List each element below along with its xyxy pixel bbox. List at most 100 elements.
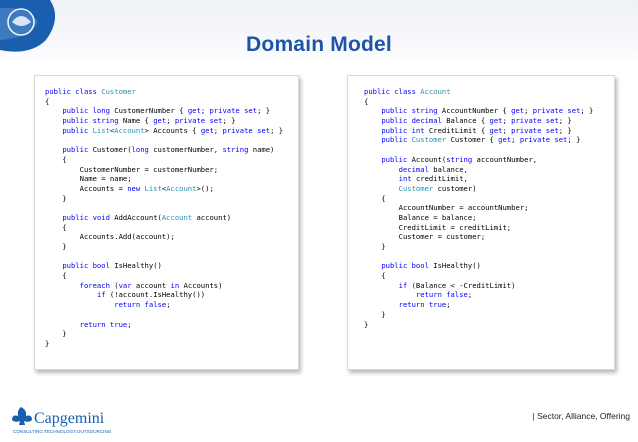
- code-line: public void AddAccount(Account account): [45, 213, 283, 223]
- code-text: ; }: [558, 116, 572, 126]
- code-line: return false;: [364, 290, 593, 300]
- code-line: public bool IsHealthy(): [45, 261, 283, 271]
- code-text: (!account.IsHealthy()): [109, 290, 206, 300]
- code-keyword: var: [118, 280, 136, 290]
- code-text: IsHealthy(): [433, 261, 481, 271]
- code-text: }: [364, 242, 386, 251]
- code-text: [45, 281, 80, 290]
- code-keyword: new: [127, 183, 145, 193]
- code-text: [45, 126, 62, 135]
- code-line: {: [364, 271, 593, 281]
- code-text: ;: [524, 106, 533, 116]
- code-text: [364, 184, 399, 193]
- code-text: Balance = balance;: [364, 212, 477, 222]
- code-type: Account: [114, 125, 145, 135]
- code-text: }: [45, 242, 67, 251]
- code-text: Customer(: [92, 145, 132, 155]
- code-text: ; }: [270, 125, 284, 135]
- code-text: [364, 174, 399, 183]
- code-line: if (!account.IsHealthy()): [45, 290, 283, 300]
- code-text: [364, 300, 399, 309]
- code-line: }: [45, 339, 283, 349]
- code-text: [45, 300, 114, 309]
- code-line: public int CreditLimit { get; private se…: [364, 126, 593, 136]
- code-line: public Customer Customer { get; private …: [364, 135, 593, 145]
- code-keyword: get: [489, 116, 503, 126]
- code-text: AddAccount(: [114, 212, 162, 222]
- customer-class-code: public class Customer{ public long Custo…: [45, 87, 283, 349]
- code-text: [45, 145, 62, 154]
- code-keyword: get: [200, 125, 214, 135]
- account-code-panel: public class Account{ public string Acco…: [347, 75, 615, 370]
- code-text: <: [161, 183, 167, 193]
- code-text: CustomerNumber {: [114, 106, 188, 116]
- code-line: [45, 135, 283, 145]
- code-text: {: [364, 96, 369, 106]
- code-keyword: string: [446, 154, 477, 164]
- code-text: ;: [502, 125, 512, 135]
- code-line: CustomerNumber = customerNumber;: [45, 165, 283, 175]
- code-text: {: [45, 222, 67, 232]
- code-line: public class Account: [364, 87, 593, 97]
- code-text: Customer {: [450, 135, 499, 145]
- code-line: {: [45, 155, 283, 165]
- code-text: CreditLimit = creditLimit;: [364, 222, 512, 232]
- customer-code-panel: public class Customer{ public long Custo…: [34, 75, 299, 370]
- header-band: Domain Model: [0, 0, 638, 68]
- code-line: {: [45, 97, 283, 107]
- code-keyword: public bool: [62, 261, 115, 271]
- code-keyword: public: [381, 154, 412, 164]
- code-text: Balance {: [446, 116, 490, 126]
- code-text: }: [45, 193, 67, 203]
- code-line: foreach (var account in Accounts): [45, 281, 283, 291]
- code-text: [364, 290, 416, 299]
- slide-title: Domain Model: [246, 33, 392, 56]
- code-line: {: [45, 223, 283, 233]
- code-line: [364, 252, 593, 262]
- code-text: [364, 261, 381, 270]
- code-line: CreditLimit = creditLimit;: [364, 223, 593, 233]
- code-line: [45, 252, 283, 262]
- code-type: Customer: [411, 135, 451, 145]
- code-line: }: [364, 242, 593, 252]
- code-text: ;: [446, 300, 451, 310]
- code-type: Account: [161, 212, 197, 222]
- code-keyword: private set: [519, 135, 568, 145]
- code-text: [45, 290, 97, 299]
- code-line: {: [364, 194, 593, 204]
- code-text: }: [364, 319, 369, 329]
- footer-caption: | Sector, Alliance, Offering: [532, 411, 631, 421]
- code-keyword: public void: [62, 212, 115, 222]
- code-text: accountNumber,: [476, 154, 538, 164]
- code-keyword: public class: [364, 87, 421, 96]
- code-text: Customer = customer;: [364, 232, 486, 242]
- code-text: [364, 126, 381, 135]
- code-text: {: [45, 271, 67, 281]
- account-class-code: public class Account{ public string Acco…: [364, 87, 593, 329]
- code-text: }: [45, 338, 50, 348]
- code-text: account): [196, 212, 232, 222]
- code-text: customerNumber,: [153, 145, 223, 155]
- code-line: }: [364, 320, 593, 330]
- code-keyword: get: [498, 135, 512, 145]
- code-text: (Balance < -CreditLimit): [411, 280, 516, 290]
- code-text: >();: [196, 183, 214, 193]
- code-text: [364, 116, 381, 125]
- code-keyword: return false: [415, 290, 468, 300]
- code-text: Account(: [411, 154, 447, 164]
- code-line: public long CustomerNumber { get; privat…: [45, 106, 283, 116]
- code-text: [364, 165, 399, 174]
- code-text: ;: [502, 116, 512, 126]
- code-keyword: decimal: [398, 164, 434, 174]
- code-text: [45, 320, 80, 329]
- code-text: [364, 106, 381, 115]
- code-keyword: private set: [511, 116, 559, 126]
- code-text: ; }: [580, 106, 594, 116]
- code-text: Name = name;: [45, 174, 132, 184]
- code-line: }: [45, 242, 283, 252]
- code-type: Customer: [101, 87, 136, 96]
- code-line: public Account(string accountNumber,: [364, 155, 593, 165]
- code-text: {: [364, 271, 386, 281]
- code-line: [45, 203, 283, 213]
- code-text: creditLimit,: [415, 174, 468, 184]
